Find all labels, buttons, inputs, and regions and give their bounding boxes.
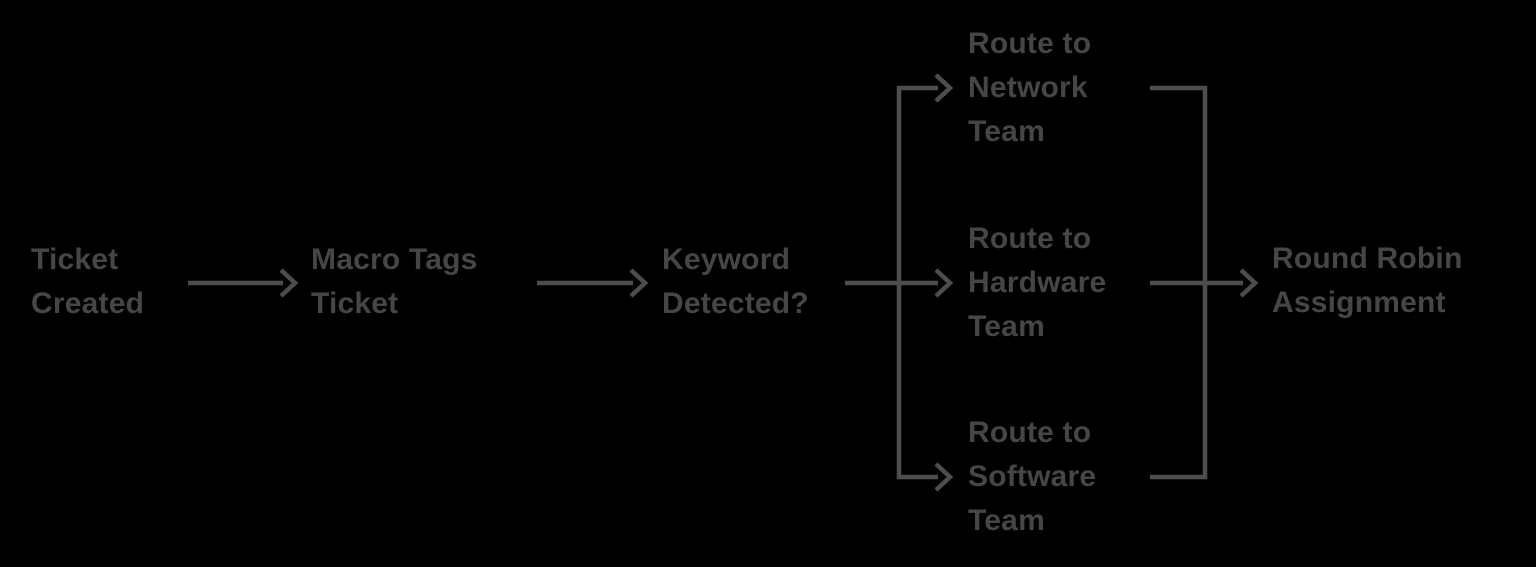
node-ticket-created: Ticket Created (31, 243, 145, 320)
node-route-software-team: Route to Software Team (968, 416, 1097, 537)
arrowhead-route-network (934, 73, 954, 103)
node-route-network-team: Route to Network Team (968, 27, 1092, 148)
node-macro-tags-ticket: Macro Tags Ticket (311, 243, 478, 320)
node-round-robin-assignment: Round Robin Assignment (1272, 242, 1463, 319)
edge-branch-bus-left (896, 85, 938, 480)
arrowhead-macro-tags (279, 268, 299, 298)
arrowhead-round-robin (1239, 268, 1259, 298)
node-keyword-detected: Keyword Detected? (662, 243, 809, 320)
arrowhead-route-hardware (934, 268, 954, 298)
arrowhead-route-software (934, 462, 954, 492)
node-route-hardware-team: Route to Hardware Team (968, 222, 1107, 343)
arrowhead-keyword-detected (629, 268, 649, 298)
